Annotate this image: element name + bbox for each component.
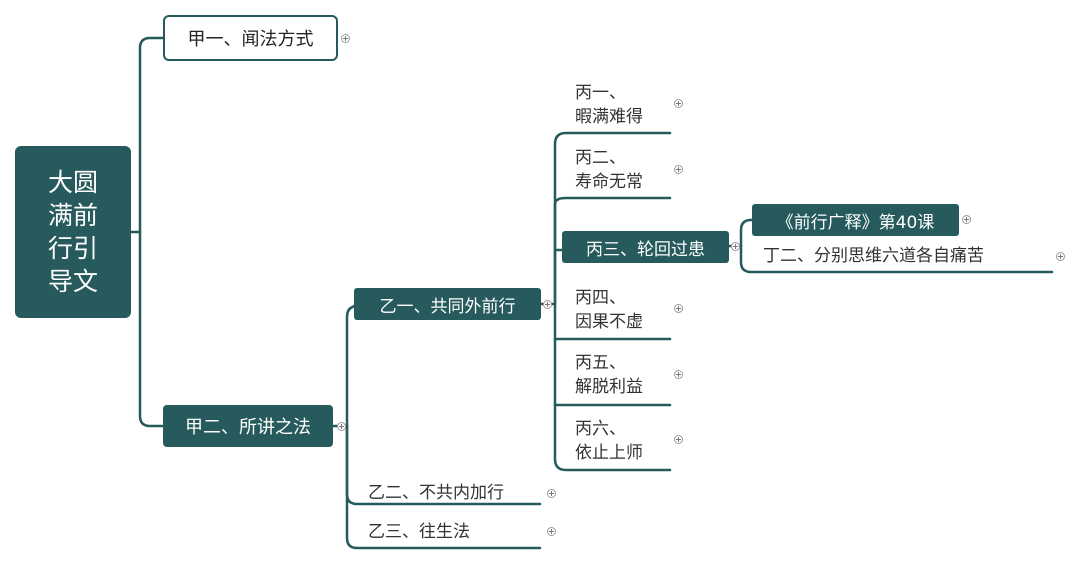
expand-icon-course[interactable] [962,215,971,224]
expand-icon-bing2[interactable] [674,165,683,174]
connector-yi1-bing6 [553,403,672,472]
collapse-icon-bing3[interactable] [731,242,740,251]
node-ding2[interactable]: 丁二、分别思维六道各自痛苦 [763,244,1048,268]
node-yi1[interactable]: 乙一、共同外前行 [354,288,541,320]
root-line-4: 导文 [47,267,98,296]
node-bing4-line2: 因果不虚 [575,312,643,332]
node-bing3[interactable]: 丙三、轮回过患 [562,231,729,263]
expand-icon-bing5[interactable] [674,370,683,379]
root-line-3: 行引 [47,234,98,263]
node-bing1-line1: 丙一、 [575,83,626,103]
root-line-2: 满前 [47,201,98,230]
connector-yi1-bing1 [553,131,672,306]
connector-bing3-course [739,218,754,248]
connector-jia2-yi1 [345,304,359,428]
collapse-icon-yi1[interactable] [543,300,552,309]
node-bing2-line1: 丙二、 [575,148,626,168]
connector-root-jia1 [138,36,166,234]
node-yi3-label: 乙三、往生法 [368,522,470,542]
node-yi2[interactable]: 乙二、不共内加行 [368,481,538,505]
expand-icon-yi2[interactable] [547,489,556,498]
node-jia1-label: 甲一、闻法方式 [187,29,314,50]
node-bing1[interactable]: 丙一、 暇满难得 [575,81,671,129]
collapse-icon-jia2[interactable] [337,422,346,431]
expand-icon-ding2[interactable] [1056,252,1065,261]
node-yi3[interactable]: 乙三、往生法 [368,520,538,544]
node-jia1[interactable]: 甲一、闻法方式 [163,15,338,61]
connector-jia2-yi3 [345,424,542,550]
root-line-1: 大圆 [47,168,98,197]
node-bing2-line2: 寿命无常 [575,172,643,192]
node-bing4[interactable]: 丙四、 因果不虚 [575,286,671,334]
expand-icon-jia1[interactable] [341,34,350,43]
expand-icon-yi3[interactable] [547,527,556,536]
node-bing6-line2: 依止上师 [575,443,643,463]
expand-icon-bing4[interactable] [674,304,683,313]
root-node[interactable]: 大圆 满前 行引 导文 [15,146,131,318]
node-course-label: 《前行广释》第40课 [776,212,935,233]
node-jia2[interactable]: 甲二、所讲之法 [163,405,333,447]
expand-icon-bing1[interactable] [674,99,683,108]
expand-icon-bing6[interactable] [674,435,683,444]
node-bing4-line1: 丙四、 [575,288,626,308]
connector-root-jia2 [138,230,166,428]
node-bing5-line2: 解脱利益 [575,377,643,397]
node-bing5-line1: 丙五、 [575,353,626,373]
node-course[interactable]: 《前行广释》第40课 [752,204,959,236]
node-bing3-label: 丙三、轮回过患 [586,239,705,260]
node-yi1-label: 乙一、共同外前行 [379,296,516,317]
node-bing5[interactable]: 丙五、 解脱利益 [575,351,671,399]
node-bing6-line1: 丙六、 [575,419,626,439]
connector-bing3-ding2 [739,244,1054,274]
node-bing2[interactable]: 丙二、 寿命无常 [575,146,671,194]
node-yi2-label: 乙二、不共内加行 [368,483,504,503]
node-bing6[interactable]: 丙六、 依止上师 [575,417,671,465]
connector-yi1-bing2 [553,196,672,306]
node-bing1-line2: 暇满难得 [575,107,643,127]
node-jia2-label: 甲二、所讲之法 [185,417,311,438]
node-ding2-label: 丁二、分别思维六道各自痛苦 [763,246,984,266]
